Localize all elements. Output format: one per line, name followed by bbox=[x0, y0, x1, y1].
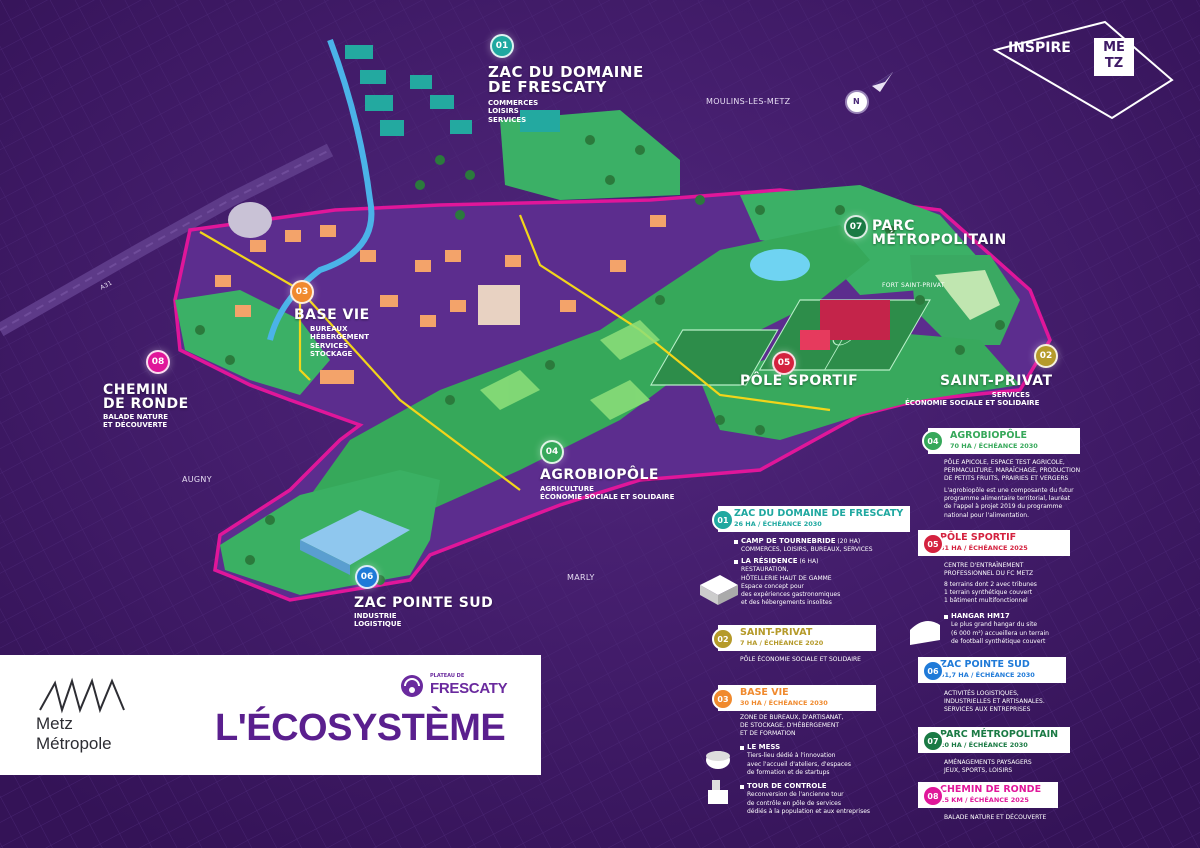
legend-04-desc: PÔLE APICOLE, ESPACE TEST AGRICOLE, PERM… bbox=[944, 459, 1081, 519]
zone-01-subtitle: COMMERCES LOISIRS SERVICES bbox=[488, 99, 539, 124]
legend-03-desc: ZONE DE BUREAUX, D'ARTISANAT, DE STOCKAG… bbox=[740, 714, 844, 738]
legend-01-badge: 01 bbox=[712, 509, 734, 531]
zone-04-agrobiopole-green bbox=[300, 225, 870, 520]
place-moulins-les-metz: MOULINS-LES-METZ bbox=[706, 97, 791, 106]
zone-04-title: AGROBIOPÔLE bbox=[540, 467, 659, 483]
title-panel bbox=[0, 655, 541, 775]
legend-03-header: BASE VIE 30 HA / ÉCHÉANCE 2030 bbox=[718, 685, 876, 711]
zone-06-title: ZAC POINTE SUD bbox=[354, 595, 494, 611]
legend-05-desc: CENTRE D'ENTRAÎNEMENT PROFESSIONNEL DU F… bbox=[944, 562, 1037, 605]
zone-07-title: PARC MÉTROPOLITAIN bbox=[872, 218, 1007, 248]
inspire-metz-frame bbox=[992, 20, 1174, 120]
legend-03-tour: TOUR DE CONTROLE Reconversion de l'ancie… bbox=[740, 782, 870, 816]
legend-04-badge: 04 bbox=[922, 430, 944, 452]
legend-03-badge: 03 bbox=[712, 688, 734, 710]
logistics-warehouse bbox=[300, 510, 410, 565]
zone-08-subtitle: BALADE NATURE ET DÉCOUVERTE bbox=[103, 413, 169, 430]
legend-07-badge: 07 bbox=[922, 730, 944, 752]
place-fort-saint-privat: FORT SAINT-PRIVAT bbox=[882, 282, 945, 289]
zone-08-title: CHEMIN DE RONDE bbox=[103, 382, 189, 412]
hangar-hm17-building bbox=[820, 300, 890, 340]
metz-logo-box: ME TZ bbox=[1094, 38, 1134, 76]
zone-03-subtitle: BUREAUX HÉBERGEMENT SERVICES STOCKAGE bbox=[310, 325, 370, 359]
zone-02-subtitle: SERVICES bbox=[991, 391, 1030, 399]
zone-02-title: SAINT-PRIVAT bbox=[940, 373, 1053, 389]
zone-02-subtitle-2: ÉCONOMIE SOCIALE ET SOLIDAIRE bbox=[905, 399, 1040, 407]
legend-08-badge: 08 bbox=[922, 785, 944, 807]
legend-02-header: SAINT-PRIVAT 7 HA / ÉCHÉANCE 2020 bbox=[718, 625, 876, 651]
zone-05-badge[interactable]: 05 bbox=[772, 351, 796, 375]
legend-mess-icon bbox=[706, 751, 730, 769]
zone-01-title: ZAC DU DOMAINE DE FRESCATY bbox=[488, 63, 644, 96]
zone-04-subtitle: AGRICULTURE ÉCONOMIE SOCIALE ET SOLIDAIR… bbox=[540, 485, 675, 502]
legend-02-badge: 02 bbox=[712, 628, 734, 650]
legend-06-badge: 06 bbox=[922, 660, 944, 682]
frescaty-wordmark: FRESCATY bbox=[430, 680, 508, 697]
zone-03-badge[interactable]: 03 bbox=[290, 280, 314, 304]
legend-07-desc: AMÉNAGEMENTS PAYSAGERS JEUX, SPORTS, LOI… bbox=[944, 759, 1032, 775]
title-panel-logos bbox=[39, 675, 423, 714]
legend-03-mess: LE MESS Tiers-lieu dédié à l'innovation … bbox=[740, 743, 851, 777]
plateau-de-label: PLATEAU DE bbox=[430, 673, 465, 679]
zone-08-green bbox=[175, 290, 330, 395]
legend-01-header: ZAC DU DOMAINE DE FRESCATY 26 HA / ÉCHÉA… bbox=[718, 506, 910, 532]
legend-02-desc: PÔLE ÉCONOMIE SOCIALE ET SOLIDAIRE bbox=[740, 656, 861, 663]
legend-residence-icon bbox=[700, 575, 738, 605]
legend-08-desc: BALADE NATURE ET DÉCOUVERTE bbox=[944, 814, 1047, 821]
water-feature bbox=[750, 249, 810, 281]
legend-hangar-icon bbox=[910, 621, 940, 645]
inspire-wordmark: INSPIRE bbox=[1008, 40, 1071, 56]
zone-03-title: BASE VIE bbox=[294, 307, 370, 323]
agricultural-plots bbox=[480, 320, 660, 420]
base-vie-buildings bbox=[215, 215, 666, 384]
zone-01-buildings bbox=[345, 45, 560, 136]
zone-01-green bbox=[500, 110, 680, 200]
zone-08-badge[interactable]: 08 bbox=[146, 350, 170, 374]
zone-04-badge[interactable]: 04 bbox=[540, 440, 564, 464]
legend-control-tower-icon bbox=[708, 780, 728, 804]
zone-05-title: PÔLE SPORTIF bbox=[740, 373, 859, 389]
legend-01-camp: CAMP DE TOURNEBRIDE (20 HA) COMMERCES, L… bbox=[734, 537, 873, 555]
north-label: N bbox=[853, 97, 860, 106]
zone-02-badge[interactable]: 02 bbox=[1034, 344, 1058, 368]
zone-07-badge[interactable]: 07 bbox=[844, 215, 868, 239]
legend-05-badge: 05 bbox=[922, 533, 944, 555]
metz-metropole-logo-mark bbox=[39, 677, 125, 714]
zone-01-badge[interactable]: 01 bbox=[490, 34, 514, 58]
map-trees bbox=[195, 135, 1005, 585]
control-tower-building bbox=[478, 285, 520, 325]
le-mess-building bbox=[228, 202, 272, 238]
legend-01-residence: LA RÉSIDENCE (6 HA) RESTAURATION, HÔTELL… bbox=[734, 557, 840, 607]
page-title: L'ÉCOSYSTÈME bbox=[215, 707, 506, 749]
place-marly: MARLY bbox=[567, 573, 595, 582]
fort-saint-privat-building bbox=[935, 270, 1000, 320]
legend-05-hangar: HANGAR HM17 Le plus grand hangar du site… bbox=[944, 612, 1049, 646]
north-compass bbox=[845, 90, 869, 114]
legend-04-header: AGROBIOPÔLE 70 HA / ÉCHÉANCE 2030 bbox=[928, 428, 1080, 454]
zone-06-badge[interactable]: 06 bbox=[355, 565, 379, 589]
legend-06-desc: ACTIVITÉS LOGISTIQUES, INDUSTRIELLES ET … bbox=[944, 690, 1045, 714]
place-augny: AUGNY bbox=[182, 475, 212, 484]
frescaty-logo-mark bbox=[401, 675, 423, 697]
zone-06-subtitle: INDUSTRIE LOGISTIQUE bbox=[354, 612, 402, 629]
metz-metropole-wordmark: Metz Métropole bbox=[36, 714, 112, 753]
